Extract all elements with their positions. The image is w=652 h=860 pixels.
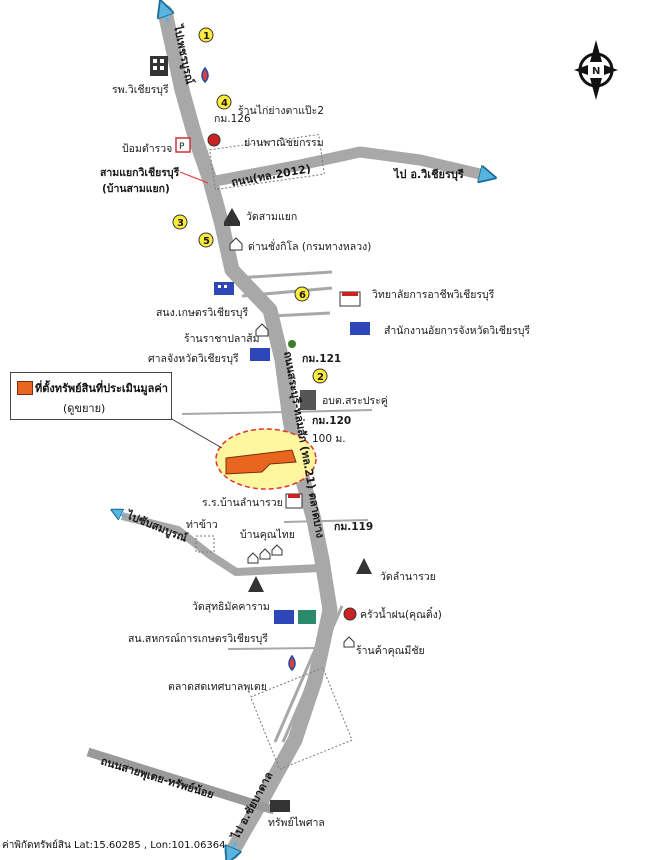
label-distance: 100 ม. [312,433,346,445]
svg-text:6: 6 [299,290,306,301]
property-parcel [225,449,297,475]
pier-zone [195,535,215,553]
temple2-icon [356,558,372,574]
road-label-east-end: ไป อ.วิเชียรบุรี [392,167,464,182]
label-agri-office: สนง.เกษตรวิเชียรบุรี [156,306,248,319]
marker-4: 4 [216,94,232,110]
hospital-icon [150,56,168,76]
gas-station-icon [201,66,209,84]
marker-1: 1 [198,27,214,43]
restaurant-icon [207,133,221,147]
tree-icon [288,340,296,348]
road-label-west: ไปซับสมบูรณ์ [123,507,191,546]
east-arrow-icon [480,174,488,176]
marker-5: 5 [198,232,214,248]
label-hospital: รพ.วิเชียรบุรี [112,83,169,96]
compass-icon: N [574,40,618,100]
school-flag-icon [339,291,361,307]
label-fish-shop: ร้านราชาปลาส้ม [184,333,260,345]
court-icon [250,348,270,361]
west-arrow-icon [116,512,127,517]
svg-text:4: 4 [221,98,228,109]
road-label-south-west: ถนนสายพุเตย-ทรัพย์น้อย [99,754,216,802]
shop-south-icon [270,800,290,812]
houses-icon [247,544,283,564]
label-toll: ด่านชั่งกิโล (กรมทางหลวง) [248,239,371,253]
label-police: ป้อมตำรวจ [122,143,172,155]
coop-icon [274,610,316,624]
label-km121: กม.121 [302,353,341,365]
label-restaurant2: ร้านไก่ย่างตาแป๊ะ2 [238,104,324,117]
frontage-roads [273,605,344,743]
commerce-zone [209,133,325,191]
svg-text:5: 5 [203,236,210,247]
main-highway [157,4,338,860]
office-icon [350,322,370,335]
junction-pointer [179,171,209,184]
fish-shop-icon [255,323,269,337]
svg-text:2: 2 [317,372,324,383]
school-icon [285,493,303,509]
svg-text:3: 3 [177,218,184,229]
south-arrow-icon [230,841,236,856]
label-college: วิทยาลัยการอาชีพวิเชียรบุรี [372,288,495,301]
label-temple3: วัดสุทธิมัคคาราม [192,601,270,613]
east-road [208,146,482,188]
label-school: ร.ร.บ้านลำนารวย [202,497,283,509]
temple3-icon [248,576,264,592]
label-pier: ท่าข้าว [186,519,218,531]
svg-text:P: P [179,142,185,152]
marker-6: 6 [294,286,310,302]
house-icon [229,237,243,251]
label-junction: สามแยกวิเชียรบุรี [100,166,180,180]
shop-icon [343,636,355,648]
label-prosecutor: สำนักงานอัยการจังหวัดวิเชียรบุรี [384,324,530,337]
label-tambon-org: อบต.สระประคู่ [322,395,388,407]
temple-icon [224,208,240,226]
police-icon: P [175,137,191,153]
property-swatch [17,381,33,395]
legend-title: ที่ตั้งทรัพย์สินที่ประเมินมูลค่า [35,382,168,395]
marker-3: 3 [172,214,188,230]
label-km126: กม.126 [214,113,251,125]
property-legend: ที่ตั้งทรัพย์สินที่ประเมินมูลค่า (ดูขยาย… [10,372,172,420]
label-village: บ้านคุณไทย [240,528,295,541]
kitchen-icon [343,607,357,621]
label-km120: กม.120 [312,415,351,427]
legend-leader-line [169,417,223,449]
south-west-road [86,747,276,815]
label-coop: สน.สหกรณ์การเกษตรวิเชียรบุรี [128,632,268,645]
label-commerce: ย่านพาณิชยกรรม [244,137,324,149]
label-junction-alt: (บ้านสามแยก) [102,182,170,195]
legend-subtitle: (ดูขยาย) [63,402,106,415]
label-market: ตลาดสดเทศบาลพุเตย [168,681,267,693]
label-shop-south: ทรัพย์ไพศาล [268,816,325,829]
label-temple2: วัดลำนารวย [380,571,436,583]
market-gas-icon [288,654,296,672]
market-zone [249,667,353,770]
side-roads [121,270,373,650]
label-temple1: วัดสามแยก [246,211,297,223]
label-court: ศาลจังหวัดวิเชียรบุรี [148,352,239,365]
label-kitchen: ครัวน้ำฝน(คุณติ๋ง) [360,606,442,621]
north-arrow-icon [163,8,168,23]
label-shop: ร้านค้าคุณมีชัย [356,644,425,657]
marker-2: 2 [312,368,328,384]
tambon-building-icon [300,390,316,410]
coordinates-footer: ค่าพิกัดทรัพย์สิน Lat:15.60285 , Lon:101… [2,840,226,851]
label-km119: กม.119 [334,521,373,533]
svg-text:N: N [592,66,600,77]
svg-text:1: 1 [203,31,210,42]
building-icon [214,282,234,295]
